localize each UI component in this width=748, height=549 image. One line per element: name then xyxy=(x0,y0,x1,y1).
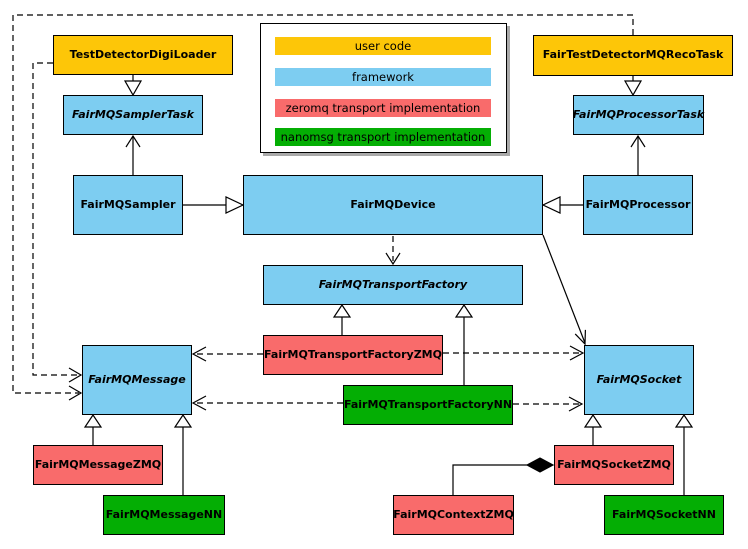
class-label: FairMQSamplerTask xyxy=(72,107,194,121)
legend-label-zeromq: zeromq transport implementation xyxy=(285,101,481,115)
class-label: FairMQTransportFactoryNN xyxy=(343,397,513,411)
edge-recotask-processortask xyxy=(623,76,643,97)
edge-digiloader-samplertask xyxy=(123,75,143,97)
edge-socketnn-socket xyxy=(674,413,694,495)
legend-item-user-code: user code xyxy=(275,37,491,55)
legend-label-nanomsg: nanomsg transport implementation xyxy=(280,130,486,144)
edge-factorynn-socket xyxy=(513,396,584,412)
class-box-fairmqtransportfactory: FairMQTransportFactory xyxy=(263,265,523,305)
edge-socketzmq-socket xyxy=(583,413,603,445)
edge-messagenn-message xyxy=(173,413,193,495)
class-box-fairmqsampler: FairMQSampler xyxy=(73,175,183,235)
edge-factorynn-message xyxy=(191,395,343,411)
class-label: FairMQSocketNN xyxy=(612,507,716,521)
class-box-fairmqmessagezmq: FairMQMessageZMQ xyxy=(33,445,163,485)
class-box-fairmqsocketzmq: FairMQSocketZMQ xyxy=(554,445,674,485)
edge-factorynn-factory xyxy=(454,303,474,385)
edge-factoryzmq-message xyxy=(191,346,263,362)
class-box-fairmqmessage: FairMQMessage xyxy=(82,345,192,415)
class-label: FairMQSampler xyxy=(80,197,176,211)
edge-recotask-message xyxy=(12,14,634,401)
class-label: FairTestDetectorMQRecoTask xyxy=(542,48,724,62)
class-label: FairMQContextZMQ xyxy=(393,507,514,521)
edge-digiloader-message xyxy=(32,62,83,383)
composition-diamond-icon xyxy=(525,457,555,473)
edge-processor-device xyxy=(541,196,583,214)
class-box-fairmqtransportfactorynn: FairMQTransportFactoryNN xyxy=(343,385,513,425)
class-label: FairMQProcessor xyxy=(585,197,691,211)
class-label: FairMQDevice xyxy=(350,197,436,211)
legend-label-framework: framework xyxy=(352,70,414,84)
class-label: FairMQMessage xyxy=(88,372,186,386)
edge-device-socket xyxy=(542,234,586,346)
class-box-fairmqcontextzmq: FairMQContextZMQ xyxy=(393,495,514,535)
edge-factoryzmq-socket xyxy=(443,345,585,361)
class-box-fairmqsocket: FairMQSocket xyxy=(584,345,694,415)
class-box-fairtestdetectormqrecotask: FairTestDetectorMQRecoTask xyxy=(533,35,733,76)
class-box-fairmqdevice: FairMQDevice xyxy=(243,175,543,235)
edge-sampler-device xyxy=(183,196,245,214)
class-box-fairmqprocessor: FairMQProcessor xyxy=(583,175,693,235)
edge-processor-processortask xyxy=(630,134,646,175)
class-box-fairmqprocessortask: FairMQProcessorTask xyxy=(573,95,704,135)
class-label: FairMQSocketZMQ xyxy=(557,457,671,471)
class-label: FairMQProcessorTask xyxy=(572,107,705,121)
class-box-fairmqsocketnn: FairMQSocketNN xyxy=(604,495,724,535)
class-label: FairMQSocket xyxy=(596,372,682,386)
edge-device-transportfactory xyxy=(385,236,401,266)
legend-item-framework: framework xyxy=(275,68,491,86)
class-box-fairmqmessagenn: FairMQMessageNN xyxy=(103,495,225,535)
class-box-testdetectordigiloader: TestDetectorDigiLoader xyxy=(53,35,233,75)
class-label: FairMQMessageZMQ xyxy=(34,457,162,471)
edge-factoryzmq-factory xyxy=(332,303,352,335)
edge-messagezmq-message xyxy=(83,413,103,445)
edge-contextzmq-socketzmq xyxy=(452,457,555,495)
legend-item-nanomsg: nanomsg transport implementation xyxy=(275,128,491,146)
class-label: FairMQTransportFactoryZMQ xyxy=(264,347,442,361)
class-label: FairMQTransportFactory xyxy=(318,277,468,291)
class-label: TestDetectorDigiLoader xyxy=(69,47,217,61)
legend-label-user-code: user code xyxy=(354,39,412,53)
edge-sampler-samplertask xyxy=(125,134,141,175)
legend-item-zeromq: zeromq transport implementation xyxy=(275,99,491,117)
class-label: FairMQMessageNN xyxy=(105,507,223,521)
class-box-fairmqtransportfactoryzmq: FairMQTransportFactoryZMQ xyxy=(263,335,443,375)
class-box-fairmqsamplertask: FairMQSamplerTask xyxy=(63,95,203,135)
legend: user code framework zeromq transport imp… xyxy=(260,23,507,153)
